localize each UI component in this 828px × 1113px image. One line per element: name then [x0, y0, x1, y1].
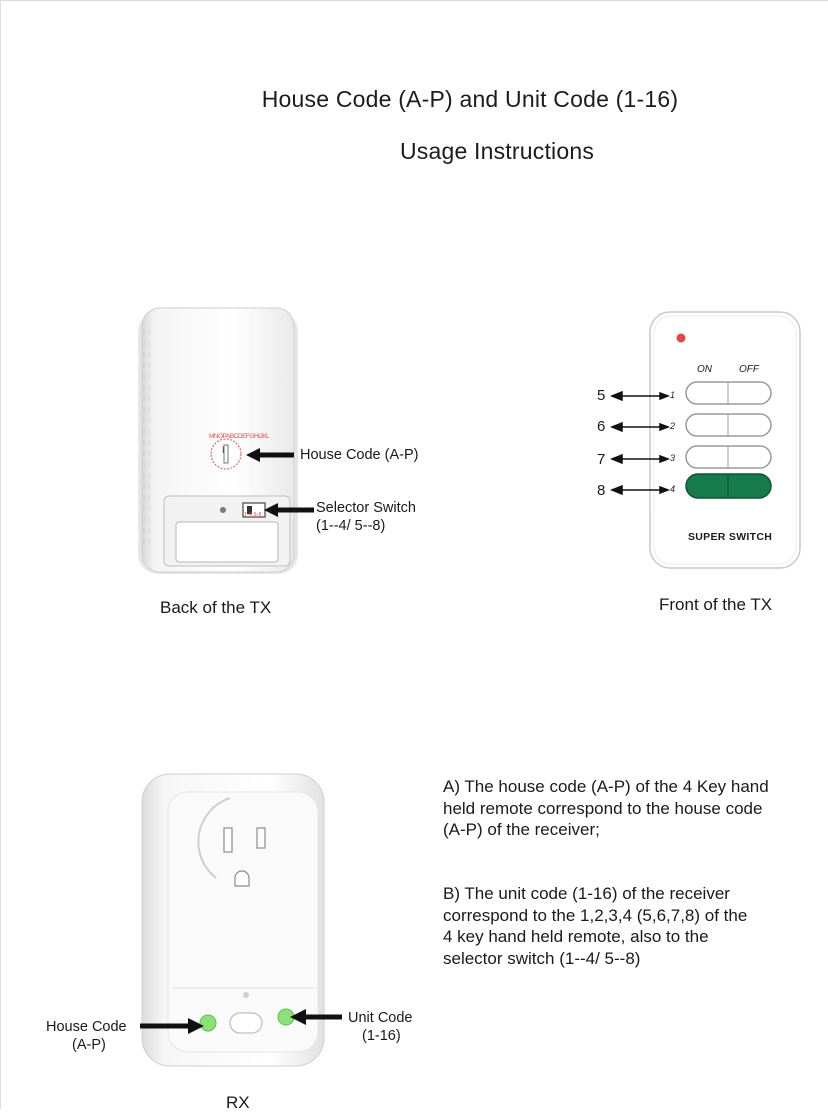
rx-center-button [229, 1012, 263, 1034]
arrow-right-icon [188, 1018, 204, 1034]
arrow-left-icon [610, 390, 623, 402]
arrow-right-icon [659, 391, 670, 401]
rx-unit-code-line1: Unit Code [348, 1010, 413, 1026]
arrow-left-icon [290, 1009, 306, 1025]
top-border [0, 0, 828, 1]
inner-number-4: 4 [670, 484, 676, 494]
outer-number-4: 8 [597, 482, 606, 499]
outer-number-3: 7 [597, 451, 606, 468]
rx-house-code-line2: (A-P) [72, 1037, 106, 1053]
arrow-left-icon [610, 484, 623, 496]
inner-number-1: 1 [670, 390, 676, 400]
instruction-b-line: correspond to the 1,2,3,4 (5,6,7,8) of t… [443, 905, 748, 925]
tx-front-caption: Front of the TX [659, 595, 773, 614]
front-arrows [610, 390, 670, 496]
led-icon [676, 333, 686, 343]
selector-switch-marks: 1-4 5-8 [244, 512, 262, 518]
brand-label: SUPER SWITCH [688, 531, 773, 543]
tx-back-caption: Back of the TX [160, 598, 272, 617]
rx-caption: RX [226, 1093, 250, 1112]
arrow-right-icon [659, 454, 670, 464]
house-code-label: House Code (A-P) [300, 447, 419, 463]
house-code-dial [210, 438, 242, 470]
rx-illustration [141, 773, 325, 1067]
arrow-right-icon [659, 485, 670, 495]
rx-house-code-led-icon [199, 1014, 217, 1032]
tx-front-illustration [649, 311, 801, 569]
page-title: House Code (A-P) and Unit Code (1-16) [261, 86, 679, 112]
instruction-b-line: 4 key hand held remote, also to the [443, 927, 709, 946]
arrow-selector-icon [264, 503, 278, 517]
instruction-b-line: selector switch (1--4/ 5--8) [443, 948, 641, 968]
inner-number-3: 3 [670, 453, 676, 463]
selector-label-line1: Selector Switch [316, 500, 416, 516]
outer-number-2: 6 [597, 418, 606, 435]
instruction-a-line: A) The house code (A-P) of the 4 Key han… [443, 777, 769, 796]
rx-house-code-line1: House Code [46, 1019, 127, 1035]
instruction-a: A) The house code (A-P) of the 4 Key han… [443, 776, 769, 841]
arrow-right-icon [659, 422, 670, 432]
left-border [0, 0, 1, 1109]
arrow-left-icon [610, 453, 623, 465]
selector-label-line2: (1--4/ 5--8) [316, 518, 386, 534]
rx-arrows [140, 1009, 342, 1034]
dial-center-mark: I [222, 445, 225, 455]
instruction-b: B) The unit code (1-16) of the receiver … [443, 883, 747, 969]
dial-letters: MNOPABCDEFGHIJKL [209, 433, 270, 440]
rx-unit-code-line2: (1-16) [362, 1028, 401, 1044]
arrow-house-code-icon [246, 448, 260, 462]
instruction-a-line: (A-P) of the receiver; [443, 820, 600, 839]
outer-number-1: 5 [597, 387, 606, 404]
back-arrows [246, 448, 314, 517]
instruction-b-line: B) The unit code (1-16) of the receiver [443, 884, 730, 903]
arrow-left-icon [610, 421, 623, 433]
on-label: ON [697, 364, 712, 375]
instruction-a-line: held remote correspond to the house code [443, 798, 763, 818]
inner-number-2: 2 [670, 421, 676, 431]
off-label: OFF [739, 364, 759, 375]
page-subtitle: Usage Instructions [399, 138, 595, 164]
